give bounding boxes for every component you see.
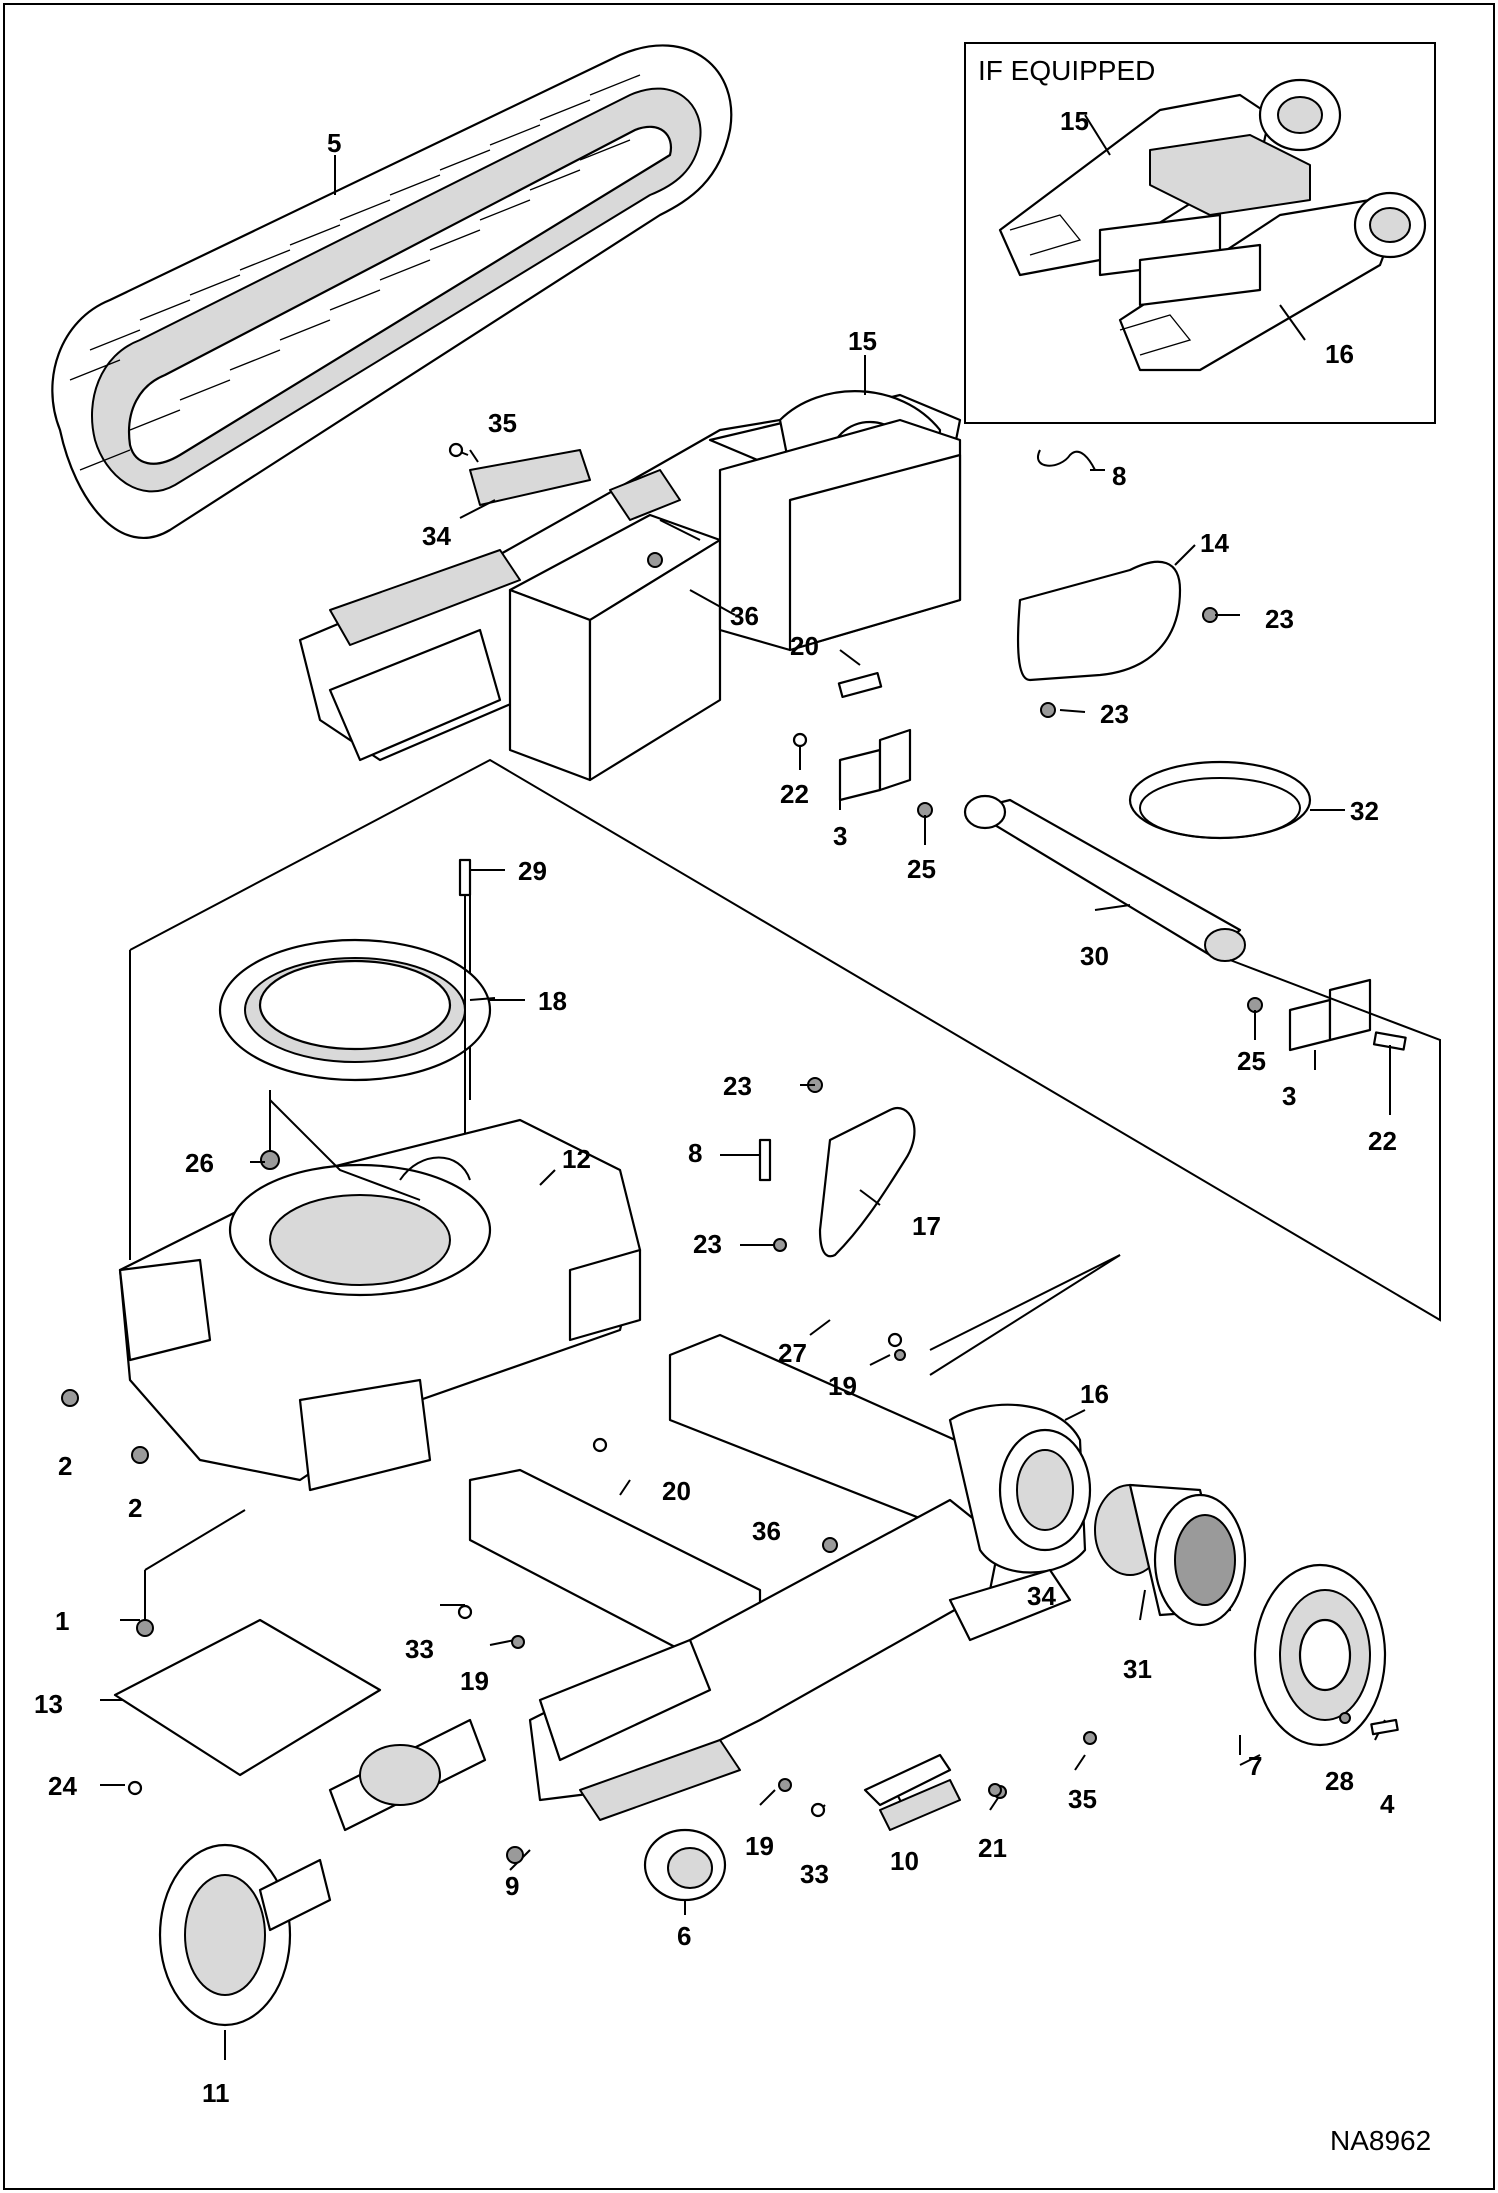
callout-15-inset: 15 [1060, 106, 1089, 136]
callout-29: 29 [518, 856, 547, 886]
callout-17: 17 [912, 1211, 941, 1241]
callout-33: 33 [405, 1634, 434, 1664]
callout-20: 20 [662, 1476, 691, 1506]
track-roller [643, 1828, 727, 1902]
upper-small-parts [448, 442, 1407, 1052]
callout-2: 2 [128, 1493, 142, 1523]
callout-11: 11 [202, 2078, 230, 2108]
callout-16-inset: 16 [1325, 339, 1354, 369]
cover-plate-34a [469, 449, 591, 506]
callout-4: 4 [1380, 1789, 1395, 1819]
callout-18: 18 [538, 986, 567, 1016]
callout-36: 36 [752, 1516, 781, 1546]
callout-10: 10 [890, 1846, 919, 1876]
callout-9: 9 [505, 1871, 519, 1901]
page-border [3, 3, 1495, 2190]
inset-title: IF EQUIPPED [978, 55, 1155, 86]
access-plate [113, 1618, 382, 1796]
callout-25: 25 [907, 854, 936, 884]
callout-23: 23 [723, 1071, 752, 1101]
callout-1: 1 [55, 1606, 69, 1636]
callout-34: 34 [422, 521, 451, 551]
callout-33: 33 [800, 1859, 829, 1889]
callout-20: 20 [790, 631, 819, 661]
callout-12: 12 [562, 1144, 591, 1174]
idler-assembly [158, 1718, 524, 2027]
callout-28: 28 [1325, 1766, 1354, 1796]
upper-side-frame [298, 390, 962, 782]
swing-bearing-ring [218, 858, 492, 1270]
lower-side-frame [457, 1332, 1097, 1831]
callout-22: 22 [1368, 1126, 1397, 1156]
callout-2: 2 [58, 1451, 72, 1481]
callout-35: 35 [488, 408, 517, 438]
travel-motor [1094, 1483, 1247, 1627]
guard-17-group [758, 1077, 916, 1258]
callout-13: 13 [34, 1689, 63, 1719]
callout-34: 34 [1027, 1581, 1056, 1611]
callout-3: 3 [1282, 1081, 1296, 1111]
inset-undercarriage-frame [998, 78, 1427, 372]
callout-7: 7 [1248, 1751, 1262, 1781]
callout-30: 30 [1080, 941, 1109, 971]
callout-5: 5 [327, 128, 341, 158]
track-adjust-cylinder [963, 794, 1246, 962]
callout-labels: 5 15 16 15 35 34 36 20 8 14 23 23 22 3 2… [34, 106, 1397, 2108]
callout-27: 27 [778, 1338, 807, 1368]
callout-19: 19 [745, 1831, 774, 1861]
callout-16: 16 [1080, 1379, 1109, 1409]
callout-24: 24 [48, 1771, 77, 1801]
rubber-track [51, 44, 733, 539]
guard-10 [863, 1753, 952, 1807]
drawing-number: NA8962 [1330, 2125, 1431, 2156]
drive-sprocket [1253, 1563, 1399, 1747]
callout-35: 35 [1068, 1784, 1097, 1814]
callout-25: 25 [1237, 1046, 1266, 1076]
hose-coil [1128, 760, 1312, 840]
callout-14: 14 [1200, 528, 1229, 558]
callout-3: 3 [833, 821, 847, 851]
callout-36: 36 [730, 601, 759, 631]
callout-32: 32 [1350, 796, 1379, 826]
callout-19: 19 [828, 1371, 857, 1401]
callout-23: 23 [1265, 604, 1294, 634]
center-carbody [61, 1090, 642, 1492]
callout-19: 19 [460, 1666, 489, 1696]
callout-21: 21 [978, 1833, 1007, 1863]
callout-26: 26 [185, 1148, 214, 1178]
callout-31: 31 [1123, 1654, 1152, 1684]
inset-if-equipped: IF EQUIPPED [964, 42, 1436, 424]
inset-frame [964, 42, 1436, 424]
callout-22: 22 [780, 779, 809, 809]
callout-23: 23 [1100, 699, 1129, 729]
callout-23: 23 [693, 1229, 722, 1259]
callout-6: 6 [677, 1921, 691, 1951]
callout-8: 8 [688, 1138, 702, 1168]
callout-15: 15 [848, 326, 877, 356]
callout-8: 8 [1112, 461, 1126, 491]
